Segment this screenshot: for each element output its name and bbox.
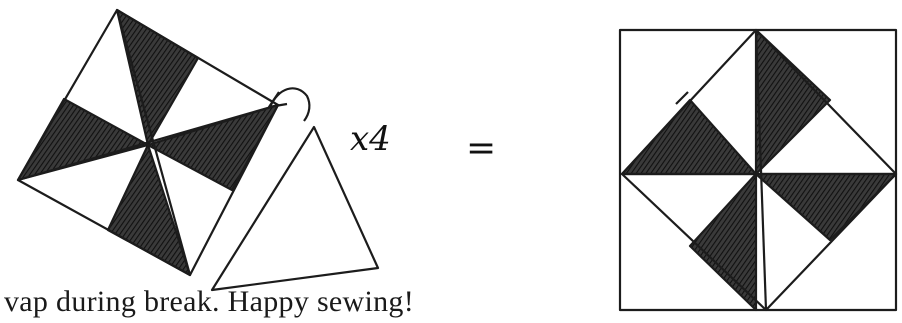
pinwheel-diagonal-2 — [17, 103, 279, 182]
pinwheel-triangle-right — [146, 103, 280, 192]
pinwheel-diagonal-1 — [115, 9, 192, 276]
block-border — [618, 28, 898, 312]
block-triangle-left — [620, 98, 758, 176]
multiplier-label: x4 — [350, 119, 391, 159]
block-triangle-bottom — [688, 172, 758, 312]
pinwheel-triangle-left — [16, 97, 150, 182]
rotation-arrow — [268, 87, 311, 122]
block-triangle-top — [754, 28, 832, 176]
block-center-vertical — [754, 29, 768, 311]
instruction-caption: vap during break. Happy sewing! — [4, 285, 415, 318]
pinwheel-triangle-top — [115, 8, 200, 147]
finished-pinwheel-block — [618, 28, 898, 312]
rotated-pinwheel-square — [16, 8, 280, 277]
block-tick-mark — [675, 91, 689, 105]
rotation-arrowhead — [267, 91, 288, 109]
pinwheel-triangle-bottom — [106, 143, 192, 277]
equals-sign: = — [466, 128, 496, 169]
triangle-unit — [210, 125, 380, 292]
block-triangle-right — [754, 172, 898, 242]
